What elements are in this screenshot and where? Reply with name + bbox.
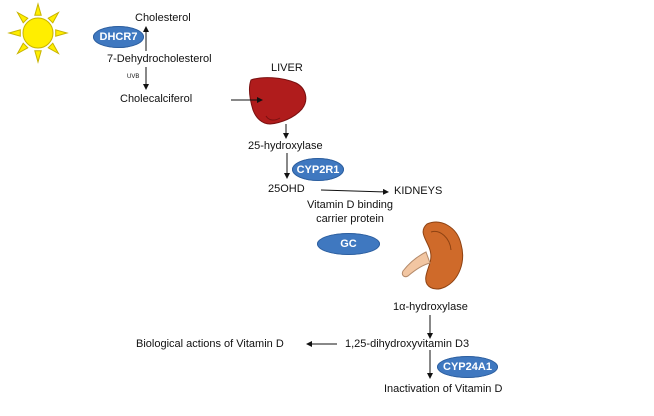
label-dihydroxyvitamin-d3: 1,25-dihydroxyvitamin D3 <box>345 338 470 350</box>
sun-ray <box>34 2 42 16</box>
sun-ray <box>16 11 29 24</box>
label-25ohd: 25OHD <box>268 183 305 195</box>
label-inactivation: Inactivation of Vitamin D <box>384 383 503 395</box>
label-25-hydroxylase: 25-hydroxylase <box>248 140 323 152</box>
enzyme-cyp2r1-badge: CYP2R1 <box>292 158 344 181</box>
sun-ray <box>47 42 60 55</box>
arrow-25ohd-to-kidneys <box>320 188 389 195</box>
enzyme-gc-badge: GC <box>317 233 380 255</box>
sun-ray <box>34 50 42 64</box>
sun-ray <box>7 29 21 37</box>
label-vdbp-line1: Vitamin D binding <box>306 199 393 211</box>
sun-ray <box>55 29 69 37</box>
label-vdbp-line2: carrier protein <box>316 213 384 225</box>
label-kidneys: KIDNEYS <box>394 185 443 197</box>
label-biological-actions: Biological actions of Vitamin D <box>136 338 284 350</box>
label-uvb: UVB <box>127 74 140 80</box>
sun-ray <box>16 42 29 55</box>
enzyme-cyp24a1-badge: CYP24A1 <box>437 356 498 378</box>
label-7-dehydrocholesterol: 7-Dehydrocholesterol <box>107 53 212 65</box>
label-1a-hydroxylase: 1α-hydroxylase <box>393 301 468 313</box>
label-liver: LIVER <box>271 62 303 74</box>
label-cholesterol: Cholesterol <box>135 12 191 24</box>
enzyme-dhcr7-badge: DHCR7 <box>93 26 144 48</box>
label-cholecalciferol: Cholecalciferol <box>120 93 193 105</box>
sun-ray <box>47 11 60 24</box>
